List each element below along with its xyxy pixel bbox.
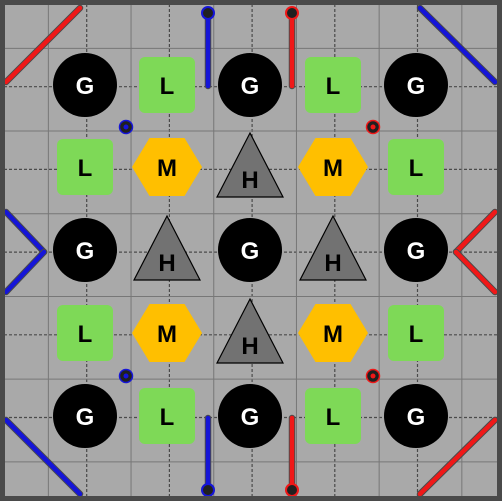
junction-l-r0-c3: L [305, 57, 361, 113]
junction-label: H [158, 250, 175, 277]
junction-m-r3-c3: M [298, 304, 368, 362]
junction-label: H [241, 333, 258, 360]
blue-target-dot-icon [118, 368, 134, 384]
rounded-square-icon [139, 57, 195, 113]
junction-g-r4-c4: G [384, 384, 448, 448]
junction-label: L [78, 155, 93, 182]
junction-label: L [160, 404, 175, 431]
junction-label: M [157, 321, 177, 348]
junction-grid: G L G L G L M H M L G H G H G L M H M L G L G L G [53, 53, 448, 448]
junction-label: L [326, 73, 341, 100]
hexagon-icon [132, 138, 202, 196]
blue-tape-line [3, 249, 47, 295]
junction-l-r3-c4: L [388, 305, 444, 361]
junction-label: G [76, 73, 95, 100]
junction-label: M [157, 155, 177, 182]
junction-g-r0-c4: G [384, 53, 448, 117]
junction-label: G [407, 238, 426, 265]
circle-icon [384, 384, 448, 448]
rounded-square-icon [57, 139, 113, 195]
junction-label: G [407, 73, 426, 100]
blue-tape-line [3, 417, 83, 497]
junction-label: G [76, 404, 95, 431]
junction-m-r1-c1: M [132, 138, 202, 196]
rounded-square-icon [57, 305, 113, 361]
blue-tape-line [417, 5, 498, 85]
junction-l-r1-c0: L [57, 139, 113, 195]
junction-l-r3-c0: L [57, 305, 113, 361]
junction-h-r2-c3: H [299, 214, 367, 281]
junction-m-r3-c1: M [132, 304, 202, 362]
junction-label: M [323, 155, 343, 182]
triangle-icon [299, 214, 367, 281]
blue-tape-line [3, 209, 47, 255]
hexagon-icon [298, 304, 368, 362]
junction-label: G [76, 238, 95, 265]
junction-g-r0-c2: G [218, 53, 282, 117]
junction-h-r1-c2: H [216, 131, 284, 198]
junction-label: L [78, 321, 93, 348]
junction-g-r0-c0: G [53, 53, 117, 117]
rounded-square-icon [388, 305, 444, 361]
triangle-icon [216, 297, 284, 364]
junction-label: L [326, 404, 341, 431]
junction-h-r2-c1: H [133, 214, 201, 281]
junction-g-r4-c2: G [218, 384, 282, 448]
junction-label: H [241, 167, 258, 194]
rounded-square-icon [388, 139, 444, 195]
blue-cone-icon [201, 6, 215, 20]
blue-target-dot-icon [118, 119, 134, 135]
blue-cone-icon [201, 483, 215, 497]
red-tape-line [453, 249, 498, 295]
junction-h-r3-c2: H [216, 297, 284, 364]
tape-lines [2, 4, 499, 498]
red-cone-icon [285, 6, 299, 20]
circle-icon [218, 218, 282, 282]
circle-icon [384, 53, 448, 117]
rounded-square-icon [305, 388, 361, 444]
junction-label: G [241, 238, 260, 265]
red-target-dot-icon [365, 368, 381, 384]
junction-label: L [409, 321, 424, 348]
junction-label: G [407, 404, 426, 431]
triangle-icon [133, 214, 201, 281]
red-cone-icon [285, 483, 299, 497]
junction-l-r4-c3: L [305, 388, 361, 444]
junction-g-r2-c2: G [218, 218, 282, 282]
triangle-icon [216, 131, 284, 198]
circle-icon [384, 218, 448, 282]
rounded-square-icon [139, 388, 195, 444]
beacon-layer [118, 119, 381, 384]
junction-m-r1-c3: M [298, 138, 368, 196]
junction-l-r1-c4: L [388, 139, 444, 195]
circle-icon [53, 218, 117, 282]
junction-label: G [241, 73, 260, 100]
junction-g-r4-c0: G [53, 384, 117, 448]
hexagon-icon [298, 138, 368, 196]
red-tape-line [417, 417, 498, 497]
junction-g-r2-c0: G [53, 218, 117, 282]
junction-l-r0-c1: L [139, 57, 195, 113]
junction-l-r4-c1: L [139, 388, 195, 444]
rounded-square-icon [305, 57, 361, 113]
circle-icon [218, 384, 282, 448]
red-tape-line [453, 209, 498, 255]
red-tape-line [3, 5, 83, 85]
junction-label: L [409, 155, 424, 182]
circle-icon [218, 53, 282, 117]
circle-icon [53, 384, 117, 448]
hexagon-icon [132, 304, 202, 362]
circle-icon [53, 53, 117, 117]
red-target-dot-icon [365, 119, 381, 135]
junction-label: M [323, 321, 343, 348]
junction-label: L [160, 73, 175, 100]
junction-label: H [324, 250, 341, 277]
junction-label: G [241, 404, 260, 431]
junction-g-r2-c4: G [384, 218, 448, 282]
